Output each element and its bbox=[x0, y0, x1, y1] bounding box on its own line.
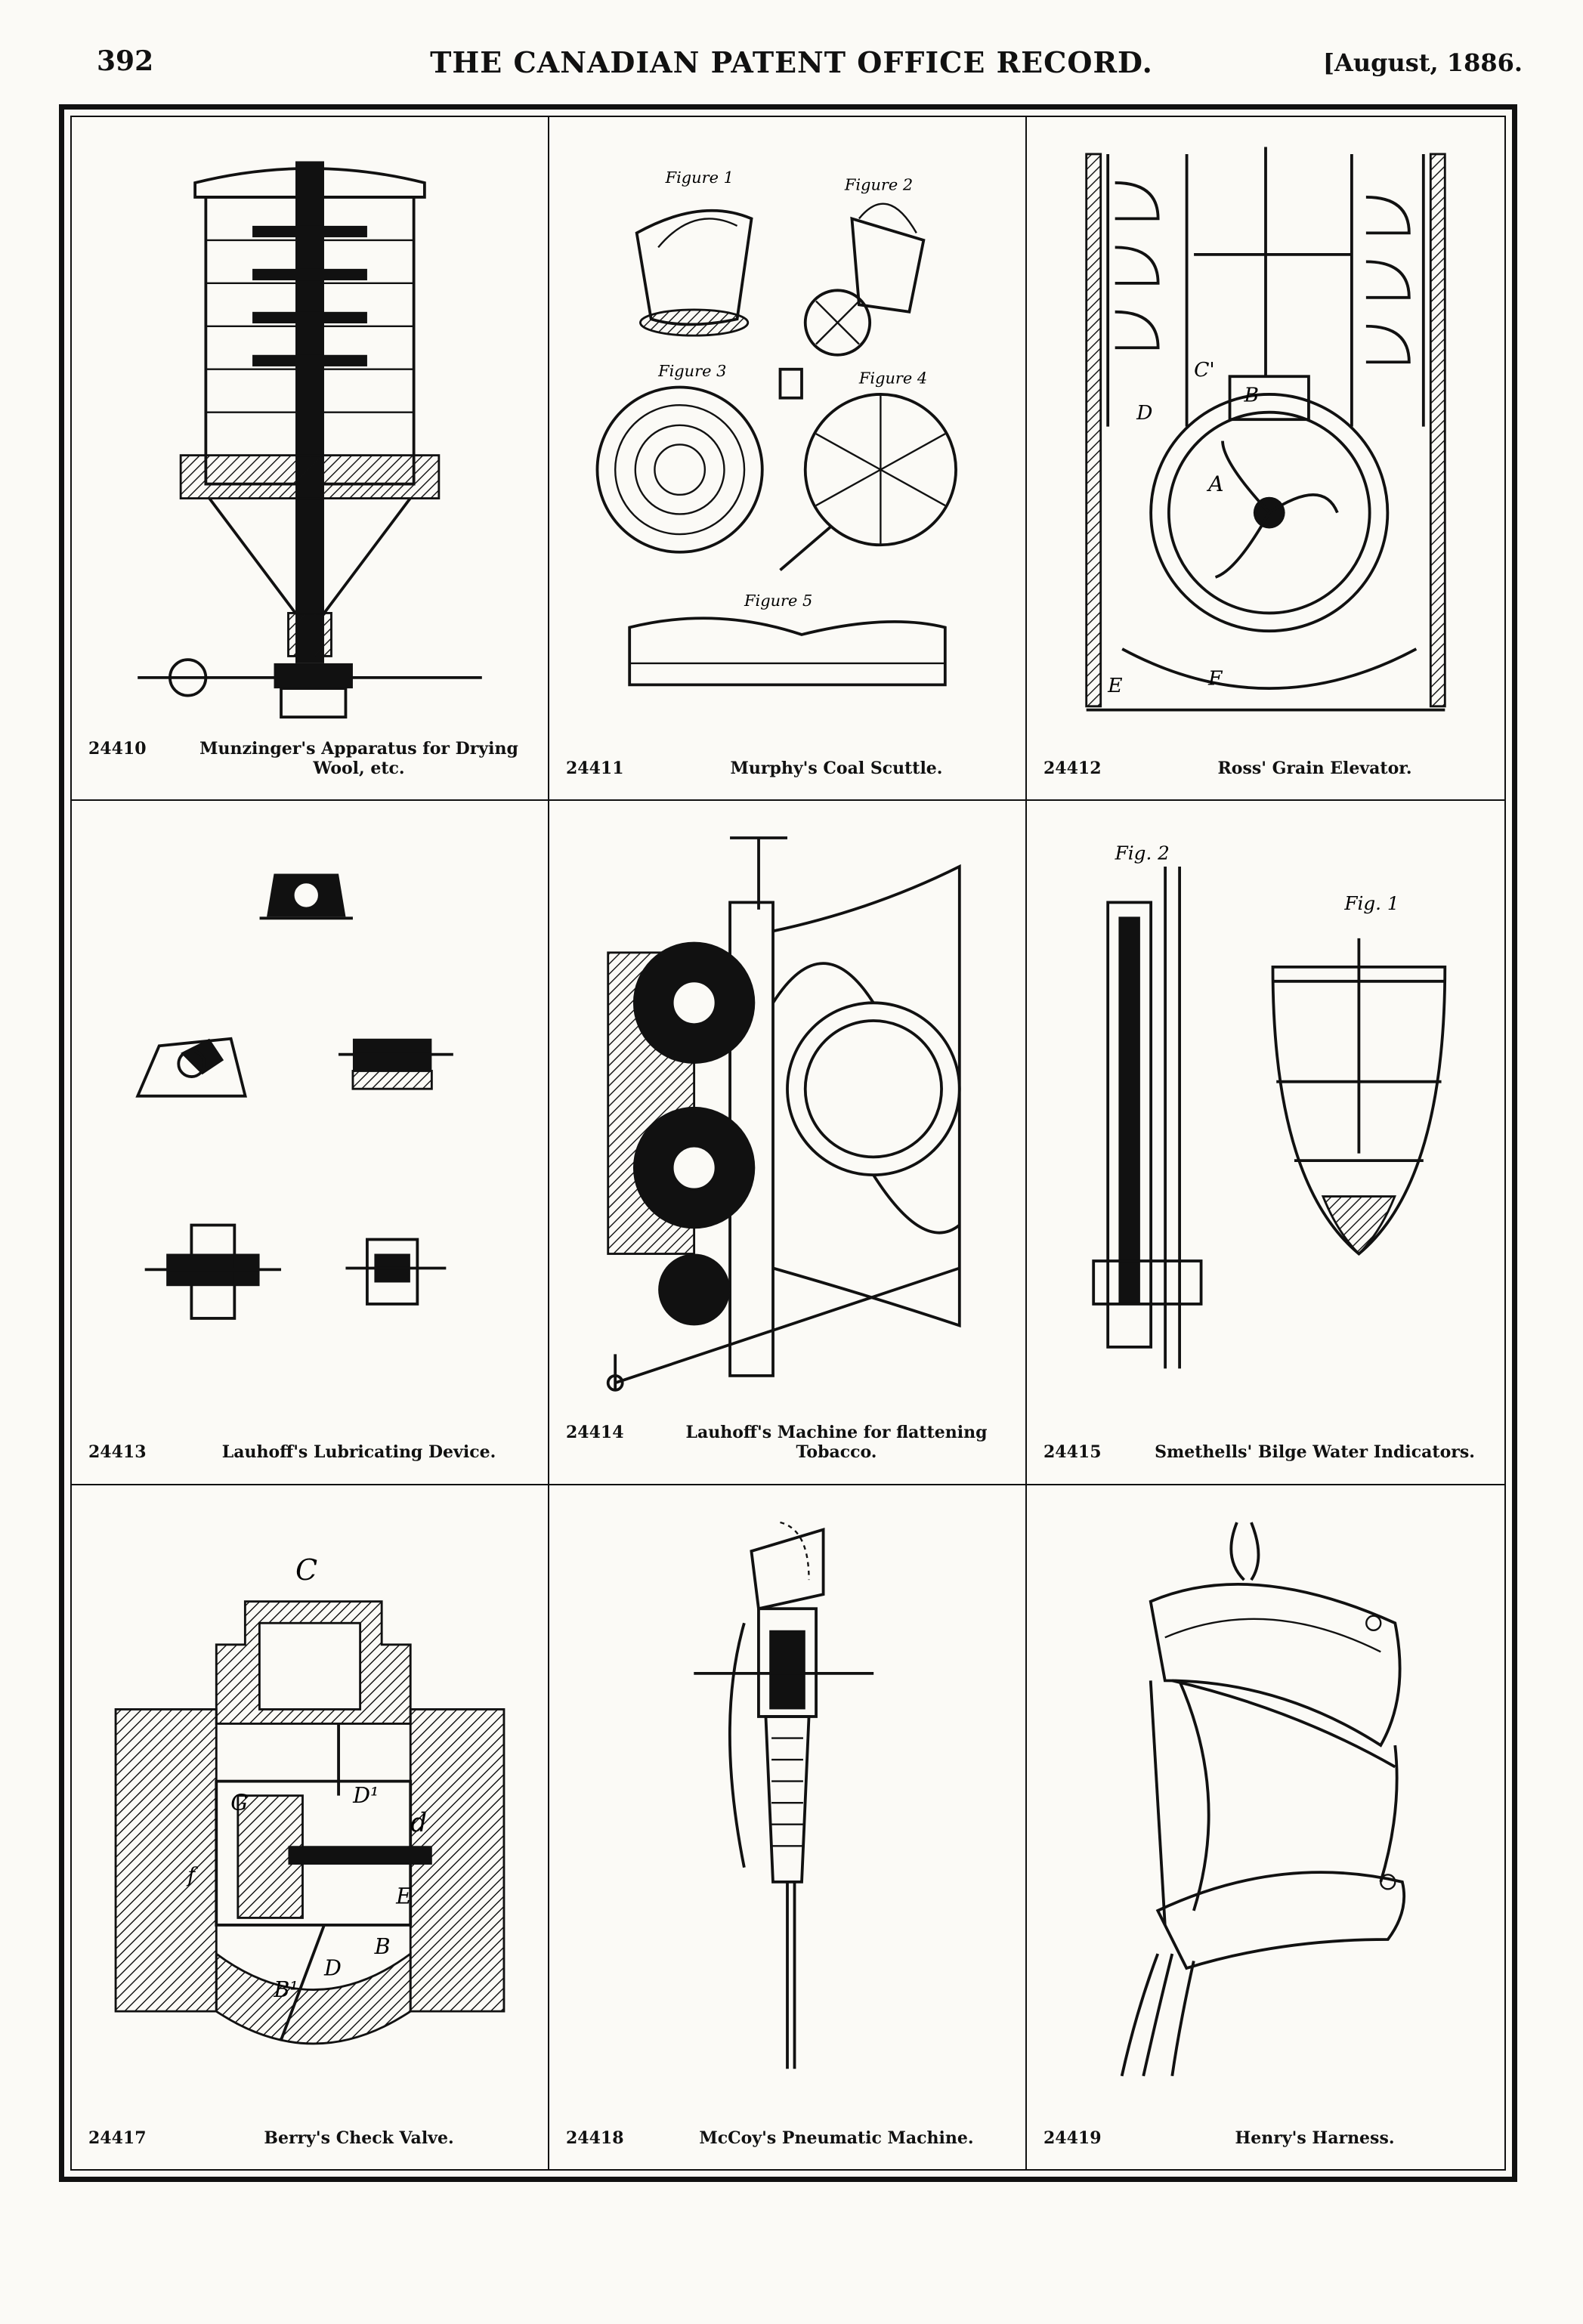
figure-cell-24418: 24418 McCoy's Pneumatic Machine. bbox=[549, 1485, 1027, 2169]
figure-title: Henry's Harness. bbox=[1235, 2128, 1395, 2148]
figure-caption: 24415 Smethells' Bilge Water Indicators. bbox=[1043, 1442, 1488, 1462]
figure-cell-24414: 24414 Lauhoff's Machine for flattening T… bbox=[549, 801, 1027, 1485]
part-label: C' bbox=[1194, 358, 1215, 382]
figure-number: 24417 bbox=[88, 2128, 147, 2148]
drawing-lubricating-device bbox=[102, 824, 518, 1411]
page-number: 392 bbox=[97, 45, 154, 77]
part-label: B¹ bbox=[273, 1977, 298, 2002]
drawing-check-valve: C G D¹ d E B B¹ D f bbox=[102, 1508, 518, 2097]
figure-label: Figure 2 bbox=[844, 175, 913, 193]
figure-title: Munzinger's Apparatus for Drying Wool, e… bbox=[199, 738, 518, 778]
part-label: d bbox=[410, 1808, 427, 1838]
figure-number: 24411 bbox=[566, 758, 624, 778]
issue-date: [August, 1886. bbox=[1322, 48, 1523, 77]
figure-title: Lauhoff's Lubricating Device. bbox=[221, 1442, 496, 1463]
part-label: F bbox=[1207, 666, 1223, 690]
figure-caption: 24419 Henry's Harness. bbox=[1043, 2128, 1488, 2148]
drawing-pneumatic-machine bbox=[580, 1508, 995, 2097]
part-label: C bbox=[295, 1553, 317, 1587]
figure-cell-24411: Figure 1 Figure 2 Figure 3 Figure 4 Figu… bbox=[549, 117, 1027, 802]
figure-caption: 24410 Munzinger's Apparatus for Drying W… bbox=[88, 739, 531, 779]
figure-label: Fig. 1 bbox=[1343, 892, 1399, 914]
figure-label: Figure 4 bbox=[858, 369, 927, 388]
drawing-grain-elevator: B A D C' E F bbox=[1057, 140, 1474, 728]
part-label: D bbox=[1136, 401, 1152, 425]
figure-caption: 24411 Murphy's Coal Scuttle. bbox=[566, 759, 1009, 778]
part-label: A bbox=[1206, 471, 1224, 496]
figure-number: 24413 bbox=[88, 1442, 147, 1463]
figure-title: Ross' Grain Elevator. bbox=[1217, 758, 1412, 778]
figure-number: 24418 bbox=[566, 2128, 624, 2148]
figure-number: 24419 bbox=[1043, 2128, 1102, 2148]
figure-number: 24412 bbox=[1043, 758, 1102, 778]
figure-number: 24415 bbox=[1043, 1442, 1102, 1463]
part-label: E bbox=[395, 1884, 412, 1908]
figure-title: Smethells' Bilge Water Indicators. bbox=[1155, 1442, 1475, 1463]
figure-label: Figure 3 bbox=[657, 362, 726, 380]
figure-cell-24419: 24419 Henry's Harness. bbox=[1027, 1485, 1504, 2169]
figure-cell-24417: C G D¹ d E B B¹ D f 24417 Berry's Check … bbox=[72, 1485, 549, 2169]
figure-number: 24414 bbox=[566, 1422, 624, 1442]
part-label: B bbox=[1244, 383, 1260, 406]
figure-cell-24415: Fig. 2 Fig. 1 24415 Smethells' Bilge Wat… bbox=[1027, 801, 1504, 1485]
drawing-coal-scuttle: Figure 1 Figure 2 Figure 3 Figure 4 Figu… bbox=[580, 140, 995, 728]
figure-title: Lauhoff's Machine for flattening Tobacco… bbox=[685, 1422, 988, 1463]
figure-cell-24410: 24410 Munzinger's Apparatus for Drying W… bbox=[72, 117, 549, 802]
figure-caption: 24414 Lauhoff's Machine for flattening T… bbox=[566, 1423, 1009, 1463]
figure-grid: 24410 Munzinger's Apparatus for Drying W… bbox=[72, 117, 1504, 2169]
drawing-wool-dryer bbox=[102, 140, 518, 728]
figure-title: McCoy's Pneumatic Machine. bbox=[699, 2128, 974, 2148]
figure-plate: 24410 Munzinger's Apparatus for Drying W… bbox=[59, 104, 1517, 2182]
journal-title: THE CANADIAN PATENT OFFICE RECORD. bbox=[430, 45, 1153, 79]
figure-caption: 24417 Berry's Check Valve. bbox=[88, 2128, 531, 2148]
figure-title: Murphy's Coal Scuttle. bbox=[730, 758, 943, 778]
part-label: B bbox=[374, 1934, 391, 1959]
page-header: 392 THE CANADIAN PATENT OFFICE RECORD. [… bbox=[0, 45, 1583, 91]
figure-cell-24412: B A D C' E F 24412 Ross' Grain Elevator. bbox=[1027, 117, 1504, 802]
figure-caption: 24413 Lauhoff's Lubricating Device. bbox=[88, 1442, 531, 1462]
figure-number: 24410 bbox=[88, 738, 147, 759]
part-label: D¹ bbox=[352, 1783, 379, 1808]
figure-title: Berry's Check Valve. bbox=[264, 2128, 454, 2148]
drawing-bilge-indicator: Fig. 2 Fig. 1 bbox=[1057, 824, 1474, 1411]
figure-label: Fig. 2 bbox=[1115, 842, 1170, 864]
figure-plate-inner: 24410 Munzinger's Apparatus for Drying W… bbox=[70, 116, 1506, 2171]
figure-caption: 24412 Ross' Grain Elevator. bbox=[1043, 759, 1488, 778]
figure-label: Figure 5 bbox=[744, 592, 812, 610]
figure-caption: 24418 McCoy's Pneumatic Machine. bbox=[566, 2128, 1009, 2148]
drawing-harness bbox=[1057, 1508, 1474, 2097]
part-label: E bbox=[1107, 674, 1122, 697]
part-label: G bbox=[230, 1790, 248, 1815]
figure-label: Figure 1 bbox=[665, 168, 734, 187]
part-label: D bbox=[323, 1955, 342, 1980]
drawing-tobacco-machine bbox=[580, 824, 995, 1411]
figure-cell-24413: 24413 Lauhoff's Lubricating Device. bbox=[72, 801, 549, 1485]
